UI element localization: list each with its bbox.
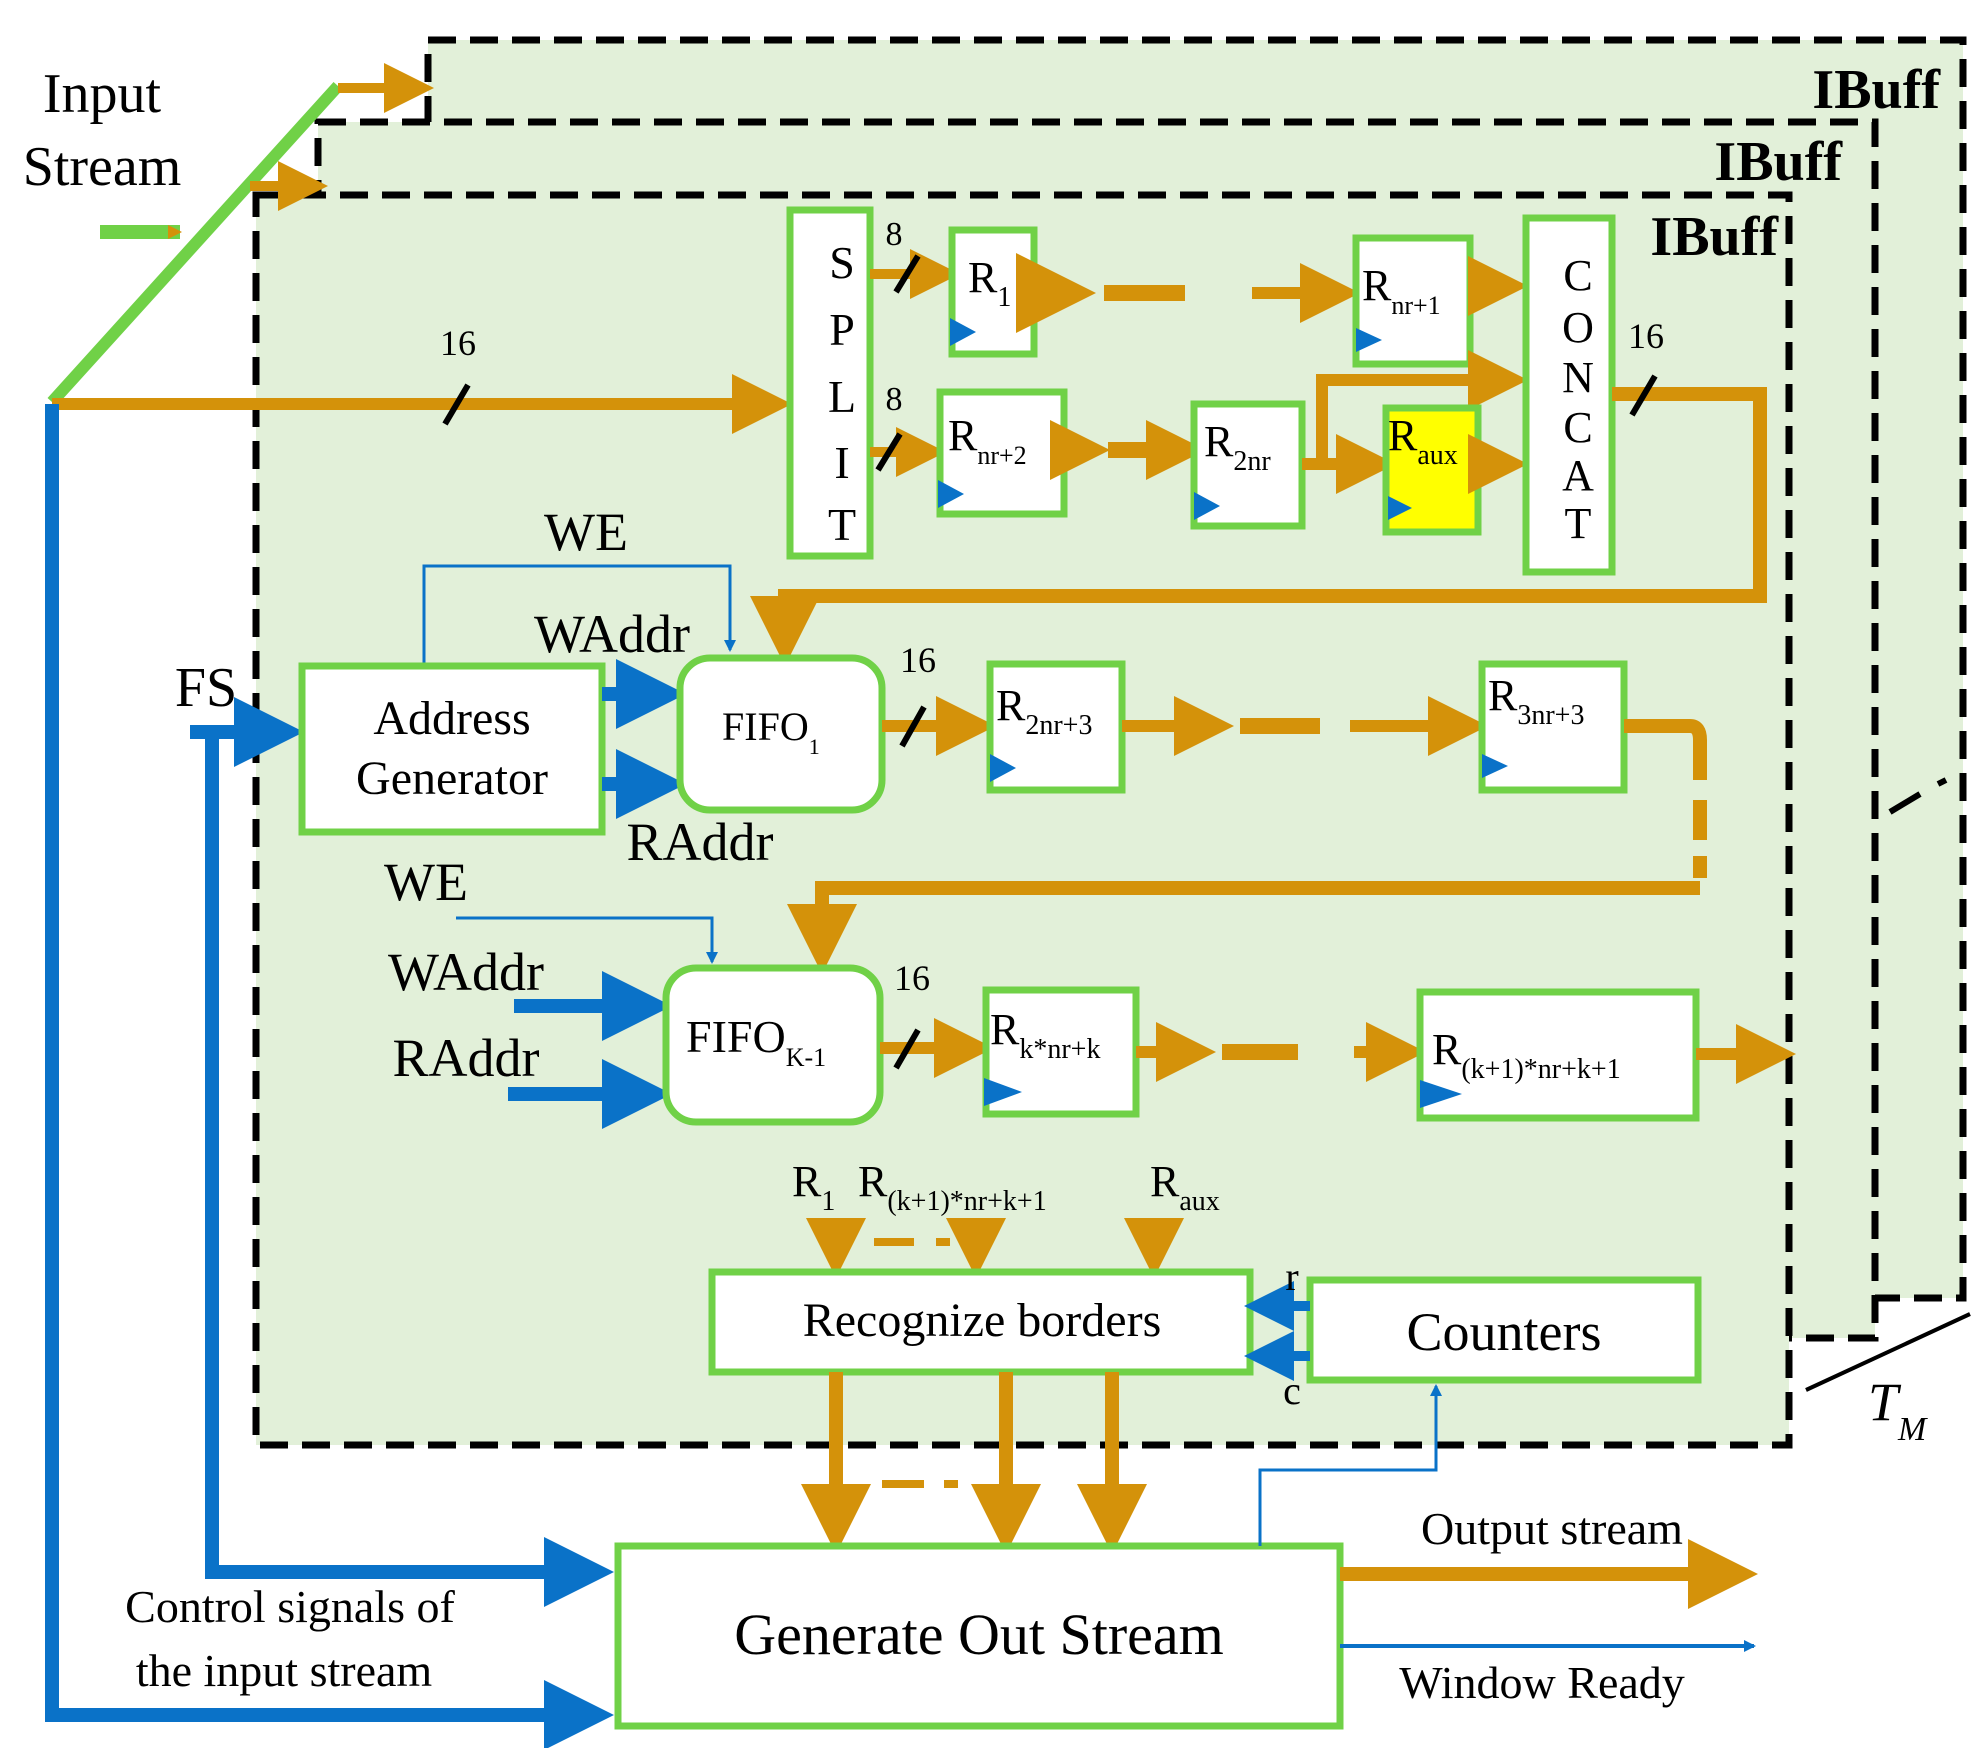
bus-tick-8-upper	[893, 254, 921, 294]
address-generator	[298, 662, 606, 836]
clock-icon	[1356, 328, 1382, 352]
clock-icon	[1420, 1080, 1462, 1108]
register-rk1-label: R(k+1)*nr+k+1	[1432, 1025, 1621, 1085]
split-letter-p: P	[829, 304, 855, 355]
fs-label: FS	[175, 657, 237, 719]
clock-icon	[1194, 492, 1220, 520]
raddr-label-2: RAddr	[393, 1028, 540, 1088]
we-line-1	[422, 564, 736, 664]
we-line-2	[456, 916, 718, 964]
register-raux-label: Raux	[1388, 411, 1458, 471]
register-rnr2-label: Rnr+2	[948, 411, 1027, 470]
recognize-borders	[708, 1268, 1254, 1376]
ibuff-label-front: IBuff	[1650, 206, 1779, 268]
tm-ellipsis-dash	[1888, 791, 1922, 815]
r3nr3-out	[1624, 719, 1707, 780]
tm-stack-line	[1805, 1312, 1971, 1392]
input-stream-label-2: Stream	[23, 136, 182, 198]
register-r3nr3-label: R3nr+3	[1488, 671, 1584, 731]
r2nr-bypass-to-concat	[1316, 350, 1528, 464]
split-letter-l: L	[828, 371, 856, 422]
width-label-input-16: 16	[440, 323, 476, 363]
fifo1	[676, 654, 886, 814]
raddr-label-1: RAddr	[627, 812, 774, 872]
control-signals-label-2: the input stream	[136, 1645, 433, 1696]
fifok-label: FIFOK-1	[686, 1011, 826, 1072]
input-bus-diagonal	[47, 81, 343, 407]
control-signals-label-1: Control signals of	[125, 1581, 455, 1632]
counters-label: Counters	[1407, 1302, 1602, 1362]
we-label-1: WE	[544, 502, 628, 562]
ibuff-label-middle: IBuff	[1714, 131, 1843, 193]
rb-input-r1: R1	[792, 1157, 835, 1217]
bus-tick-16-fifo1	[899, 705, 927, 748]
width-label-concat-16: 16	[1628, 316, 1664, 356]
bus-tick-16-concat	[1629, 374, 1658, 417]
split-block	[786, 206, 874, 560]
we-label-2: WE	[384, 852, 468, 912]
concat-to-fifo1	[750, 387, 1767, 666]
concat-letter-c2: C	[1563, 403, 1592, 452]
bus-tick-16-fifok	[893, 1028, 921, 1070]
generate-to-counters	[1258, 1384, 1442, 1546]
fs-to-generate-out	[205, 732, 614, 1607]
width-label-fifo1-16: 16	[900, 640, 936, 680]
counter-c-label: c	[1283, 1368, 1301, 1413]
width-label-8-lower: 8	[886, 381, 903, 418]
counter-r-label: r	[1285, 1254, 1298, 1299]
register-r2nr3-label: R2nr+3	[996, 681, 1092, 741]
register-rk1	[1416, 988, 1700, 1122]
input-stream-label-1: Input	[43, 63, 162, 125]
concat-block	[1522, 214, 1616, 576]
generate-out-stream	[614, 1542, 1344, 1730]
concat-letter-n: N	[1562, 353, 1594, 402]
waddr-label-1: WAddr	[534, 604, 690, 664]
control-bus-left	[45, 404, 614, 1748]
output-stream-label: Output stream	[1421, 1503, 1683, 1554]
recognize-borders-label: Recognize borders	[803, 1294, 1162, 1347]
clock-icon	[950, 318, 976, 346]
address-generator-line-2: Generator	[356, 752, 548, 805]
waddr-label-2: WAddr	[388, 942, 544, 1002]
split-letter-t: T	[828, 499, 856, 550]
clock-icon	[990, 754, 1016, 782]
rb-input-raux: Raux	[1150, 1157, 1220, 1217]
bus-tick-8-lower	[875, 432, 903, 472]
concat-letter-a: A	[1562, 451, 1594, 500]
register-r3nr3	[1478, 660, 1628, 794]
register-rknrk-label: Rk*nr+k	[990, 1005, 1100, 1065]
register-r1-label: R1	[968, 253, 1011, 313]
ibuff-label-back: IBuff	[1812, 59, 1941, 121]
address-generator-line-1: Address	[373, 692, 530, 745]
register-rnr1-label: Rnr+1	[1362, 261, 1441, 320]
width-label-fifok-16: 16	[894, 958, 930, 998]
concat-letter-o: O	[1562, 303, 1594, 352]
counters	[1306, 1276, 1702, 1384]
clock-icon	[1388, 496, 1412, 520]
fifo1-label: FIFO1	[722, 704, 820, 759]
clock-icon	[938, 480, 964, 508]
register-r2nr-label: R2nr	[1204, 417, 1271, 477]
split-letter-i: I	[834, 437, 849, 488]
clock-icon	[1482, 754, 1508, 778]
concat-letter-t: T	[1565, 499, 1592, 548]
tm-label: TM	[1868, 1372, 1928, 1448]
generate-out-stream-label: Generate Out Stream	[734, 1602, 1224, 1667]
window-ready-label: Window Ready	[1399, 1657, 1685, 1708]
clock-icon	[984, 1078, 1022, 1106]
width-label-8-upper: 8	[886, 216, 903, 253]
bus-tick-16-input	[442, 383, 471, 426]
loop-to-fifok	[787, 881, 1700, 974]
rb-input-rk1: R(k+1)*nr+k+1	[858, 1157, 1047, 1217]
tm-ellipsis-dot	[1936, 777, 1948, 787]
split-letter-s: S	[829, 237, 855, 288]
concat-letter-c: C	[1563, 251, 1592, 300]
